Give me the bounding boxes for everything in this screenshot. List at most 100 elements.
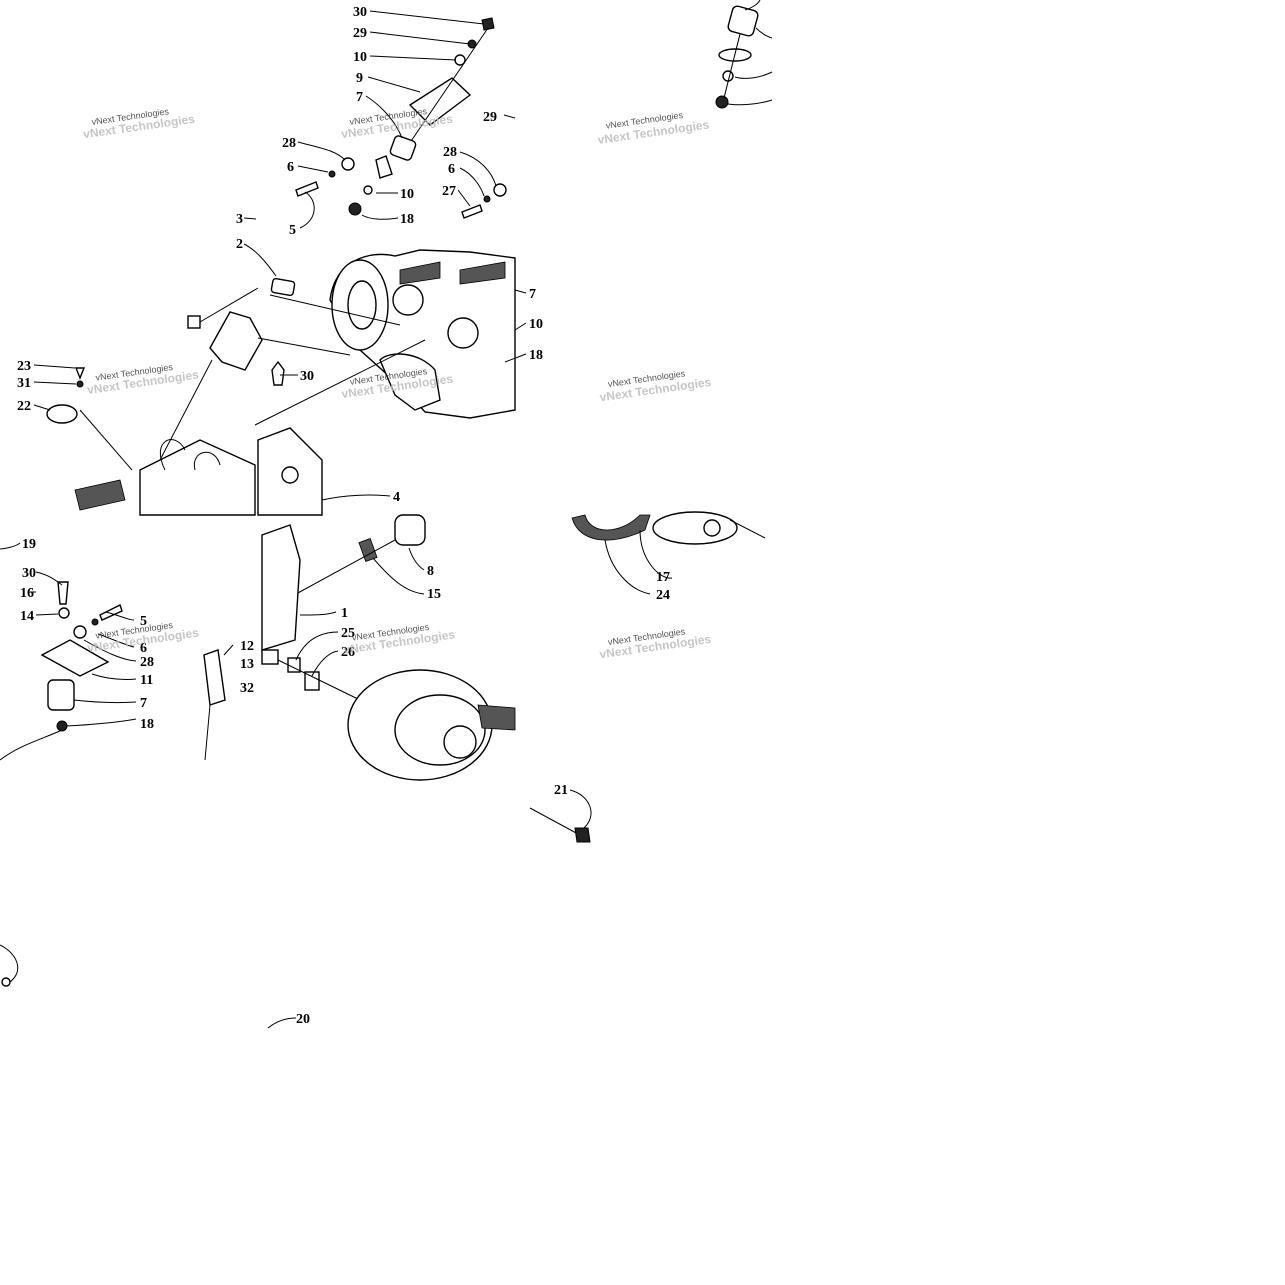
ground-line [0,729,63,761]
bolt-21-group [529,807,591,843]
callout-label: 25 [341,626,355,641]
callout-labels: 30 29 10 9 7 29 28 6 10 18 5 28 6 27 3 2… [17,5,670,1027]
callout-label: 18 [529,348,543,363]
spring-15 [358,538,378,562]
bolt-21-head [574,827,591,843]
callout-label: 30 [300,369,314,384]
bolt-30-low [57,581,69,605]
rubber-mount-top-right [727,5,759,37]
washer-28b [493,183,507,197]
callout-label: 17 [656,570,670,585]
driven-clutch-17 [652,511,738,545]
callout-label: 21 [554,783,568,798]
callout-label: 28 [140,655,154,670]
spacer-end [261,649,279,665]
callout-label: 1 [341,606,348,621]
engine-block [254,249,516,426]
belt-section [477,704,516,731]
callout-label: 32 [240,681,254,696]
callout-label: 22 [17,399,31,414]
callout-label: 29 [353,26,367,41]
callout-label: 24 [656,588,670,603]
side-bracket [209,311,263,371]
plate-hole [281,466,299,484]
callout-label: 7 [356,90,363,105]
callout-label: 12 [240,639,254,654]
lower-left-engine [46,367,323,516]
belt-24 [571,514,651,541]
watermarks: vNext Technologies vNext Technologies vN… [82,106,712,661]
callout-label: 8 [427,564,434,579]
block-2 [270,277,296,297]
intake-port-1 [392,284,424,316]
left-bracket-assembly [159,277,351,461]
callout-label: 23 [17,359,31,374]
screw-23 [74,367,86,380]
callout-label: 15 [427,587,441,602]
callout-label: 16 [20,586,34,601]
callout-label: 2 [236,237,243,252]
callout-label: 10 [400,187,414,202]
callout-label: 6 [448,162,455,177]
bolt-5b [99,604,123,621]
bolt-30 [481,17,495,31]
callout-label: 5 [289,223,296,238]
right-top-mount [715,5,759,109]
lockwasher-6 [328,170,336,178]
callout-label: 28 [443,145,457,160]
bolt-27 [461,204,483,219]
water-pump [379,353,441,411]
cover-22 [46,404,78,424]
callout-label: 30 [353,5,367,20]
callout-label: 28 [282,136,296,151]
nut-top-right [715,95,729,109]
callout-label: 18 [140,717,154,732]
rubber-mount-7b [47,679,75,711]
callout-label: 10 [353,50,367,65]
hose-1 [159,439,186,471]
callout-label: 9 [356,71,363,86]
callout-label: 10 [529,317,543,332]
callout-label: 30 [22,566,36,581]
spacer-26 [304,671,320,691]
rubber-mount-7 [389,135,417,161]
mount-plate-9 [408,77,472,126]
callout-label: 4 [393,490,400,505]
clip [187,315,201,329]
recoil-center [347,280,377,330]
heat-shield [74,479,126,511]
callout-label: 29 [483,110,497,125]
left-lower-mount [0,581,226,761]
top-mount-assembly [295,17,507,219]
washer-14 [58,607,70,619]
clutch-hub [703,519,721,537]
drive-clutch-belt [571,511,766,545]
leader-lines [0,0,773,1029]
nut-18 [348,202,362,216]
lower-left-nut [1,977,11,987]
nut-18b [56,720,68,732]
callout-label: 6 [140,641,147,656]
lockwasher-6c [91,618,99,626]
callout-label: 18 [400,212,414,227]
lockwasher-6b [483,195,491,203]
bracket-piece [375,155,393,179]
callout-label: 27 [442,184,456,199]
callout-label: 11 [140,673,153,688]
bolt-5 [295,181,319,197]
callout-label: 13 [240,657,254,672]
washer-10b [363,185,373,195]
washer-31 [76,380,84,388]
callout-label: 5 [140,614,147,629]
callout-label: 7 [140,696,147,711]
callout-label: 14 [20,609,34,624]
callout-label: 6 [287,160,294,175]
washer-28c [73,625,87,639]
callout-label: 7 [529,287,536,302]
hose-2 [193,451,221,471]
engine-side [261,524,301,651]
callout-label: 20 [296,1012,310,1027]
fin-2 [459,261,506,285]
engine-lower-left [139,439,256,516]
